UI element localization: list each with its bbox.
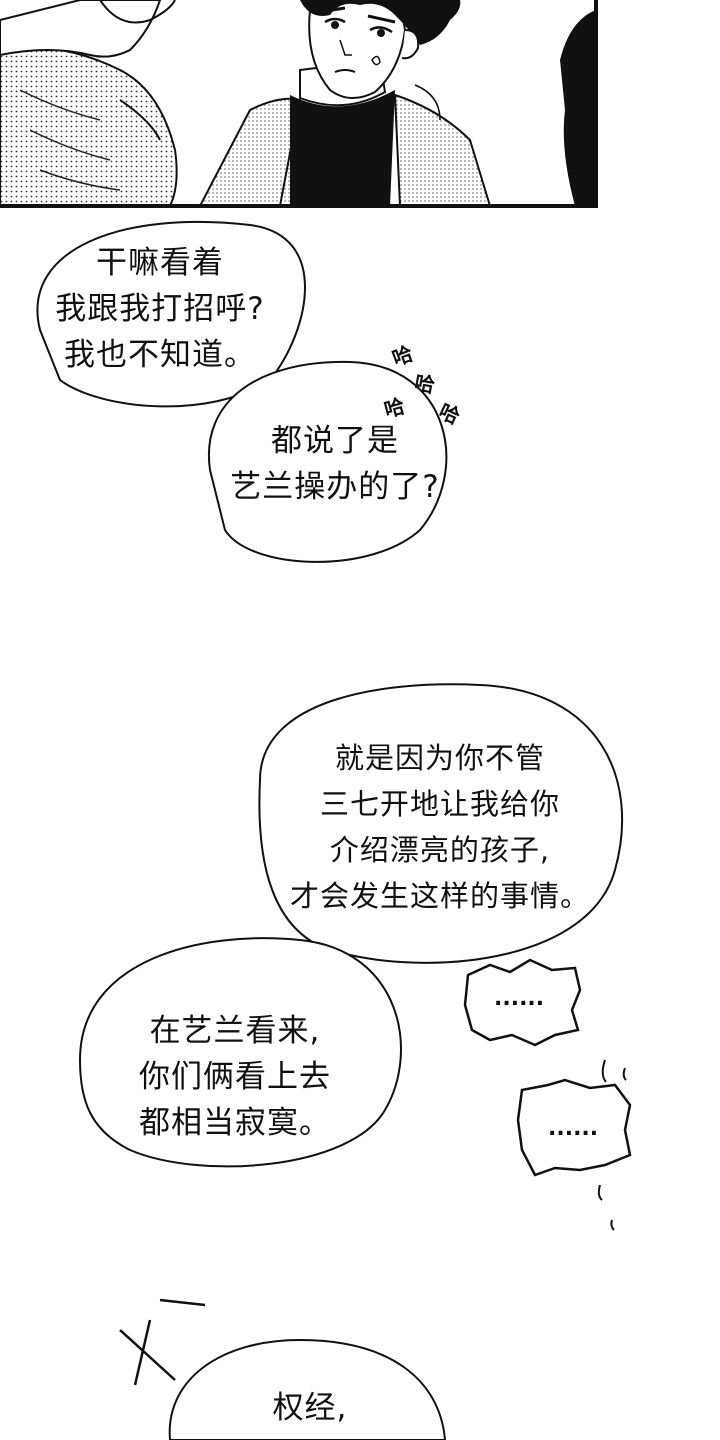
- spiky-bubble-1: [463, 958, 582, 1047]
- bubble-7-text: 权经,: [200, 1385, 420, 1431]
- bubble-3-line: 才会发生这样的事情。: [289, 879, 590, 913]
- top-panel: [0, 0, 598, 208]
- bubble-4-text: 在艺兰看来, 你们俩看上去 都相当寂寞。: [110, 1008, 360, 1146]
- bubble-4-line: 在艺兰看来,: [149, 1013, 321, 1049]
- bubble-3-text: 就是因为你不管 三七开地让我给你 介绍漂亮的孩子, 才会发生这样的事情。: [270, 735, 610, 919]
- speech-bubble-1: [36, 221, 306, 408]
- bubble-1-line: 我跟我打招呼?: [55, 291, 265, 327]
- speech-bubble-4: [78, 937, 402, 1168]
- bubble-3-line: 就是因为你不管: [334, 741, 545, 775]
- bubble-1-line: 我也不知道。: [64, 337, 256, 373]
- bubble-3-line: 介绍漂亮的孩子,: [329, 833, 551, 867]
- bubble-4-line: 都相当寂寞。: [139, 1105, 331, 1141]
- bubble-1-text: 干嘛看着 我跟我打招呼? 我也不知道。: [50, 240, 270, 378]
- speech-bubble-2: [207, 360, 448, 563]
- bubble-2-line: 都说了是: [271, 423, 399, 459]
- bubble-2-text: 都说了是 艺兰操办的了?: [225, 418, 445, 510]
- bubble-1-line: 干嘛看着: [96, 245, 224, 281]
- spiky-bubble-2: [516, 1078, 632, 1177]
- bubble-3-line: 三七开地让我给你: [319, 787, 560, 821]
- spiky-bubble-2-text: ......: [548, 1116, 599, 1141]
- bubble-2-line: 艺兰操办的了?: [230, 469, 440, 505]
- bubble-4-line: 你们俩看上去: [139, 1059, 331, 1095]
- spiky-bubble-1-text: ......: [494, 986, 545, 1011]
- bubble-7-line: 权经,: [272, 1390, 348, 1426]
- speech-bubble-7: [168, 1338, 447, 1440]
- speech-bubble-3: [258, 683, 624, 964]
